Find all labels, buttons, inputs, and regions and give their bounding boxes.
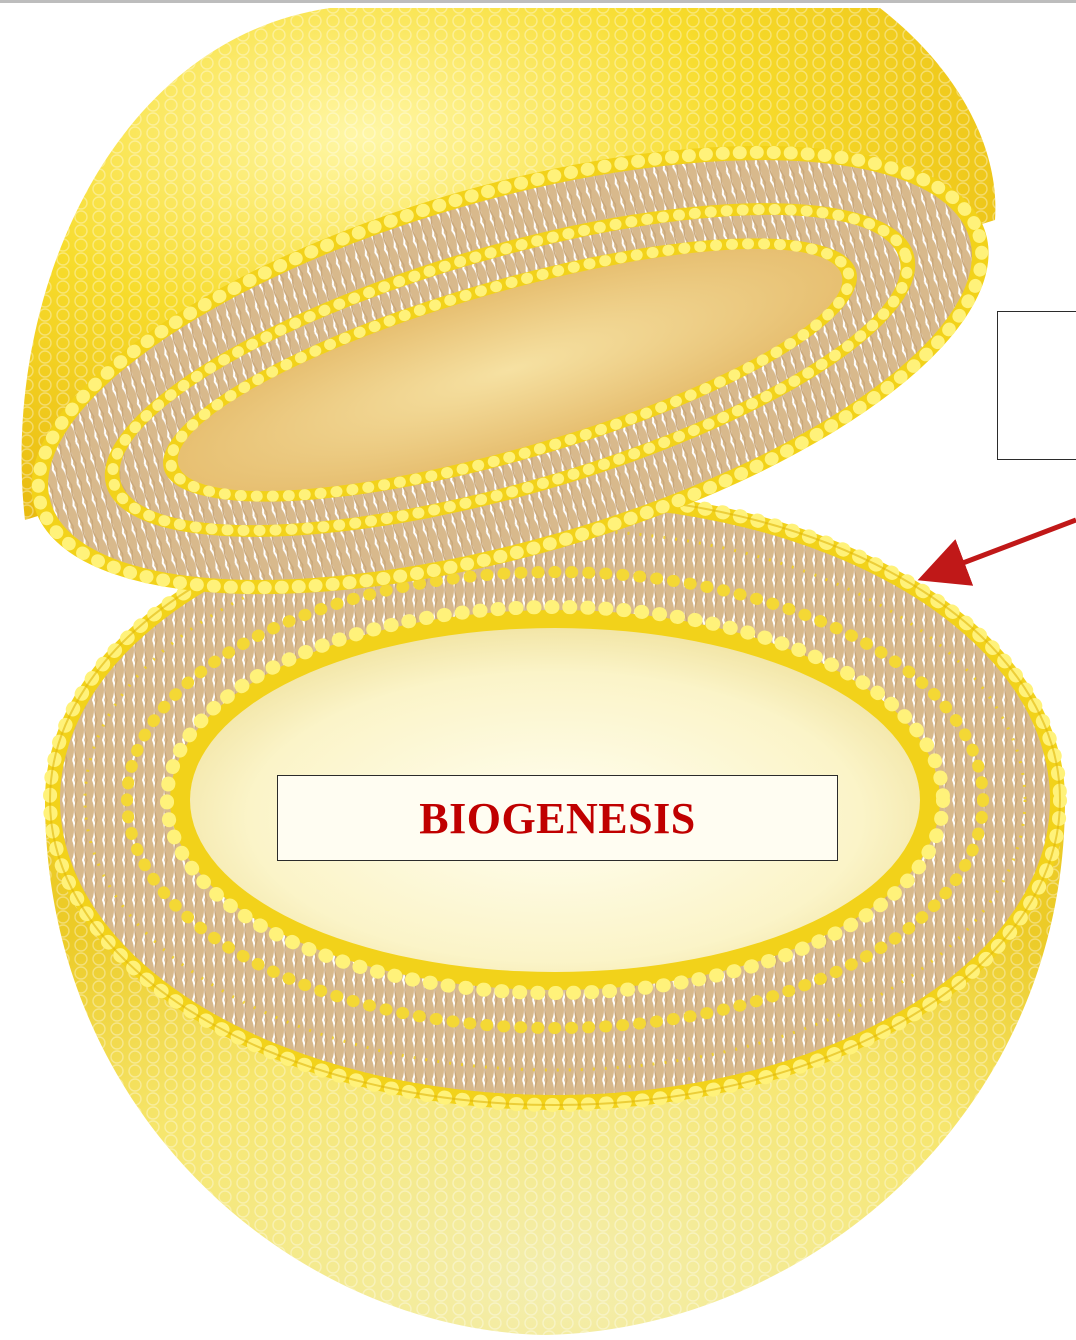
center-label: BIOGENESIS — [419, 793, 695, 844]
side-label-box — [997, 311, 1076, 460]
center-label-box: BIOGENESIS — [277, 775, 838, 861]
lower-hemisphere — [45, 490, 1065, 1335]
pointer-arrow — [955, 520, 1076, 566]
